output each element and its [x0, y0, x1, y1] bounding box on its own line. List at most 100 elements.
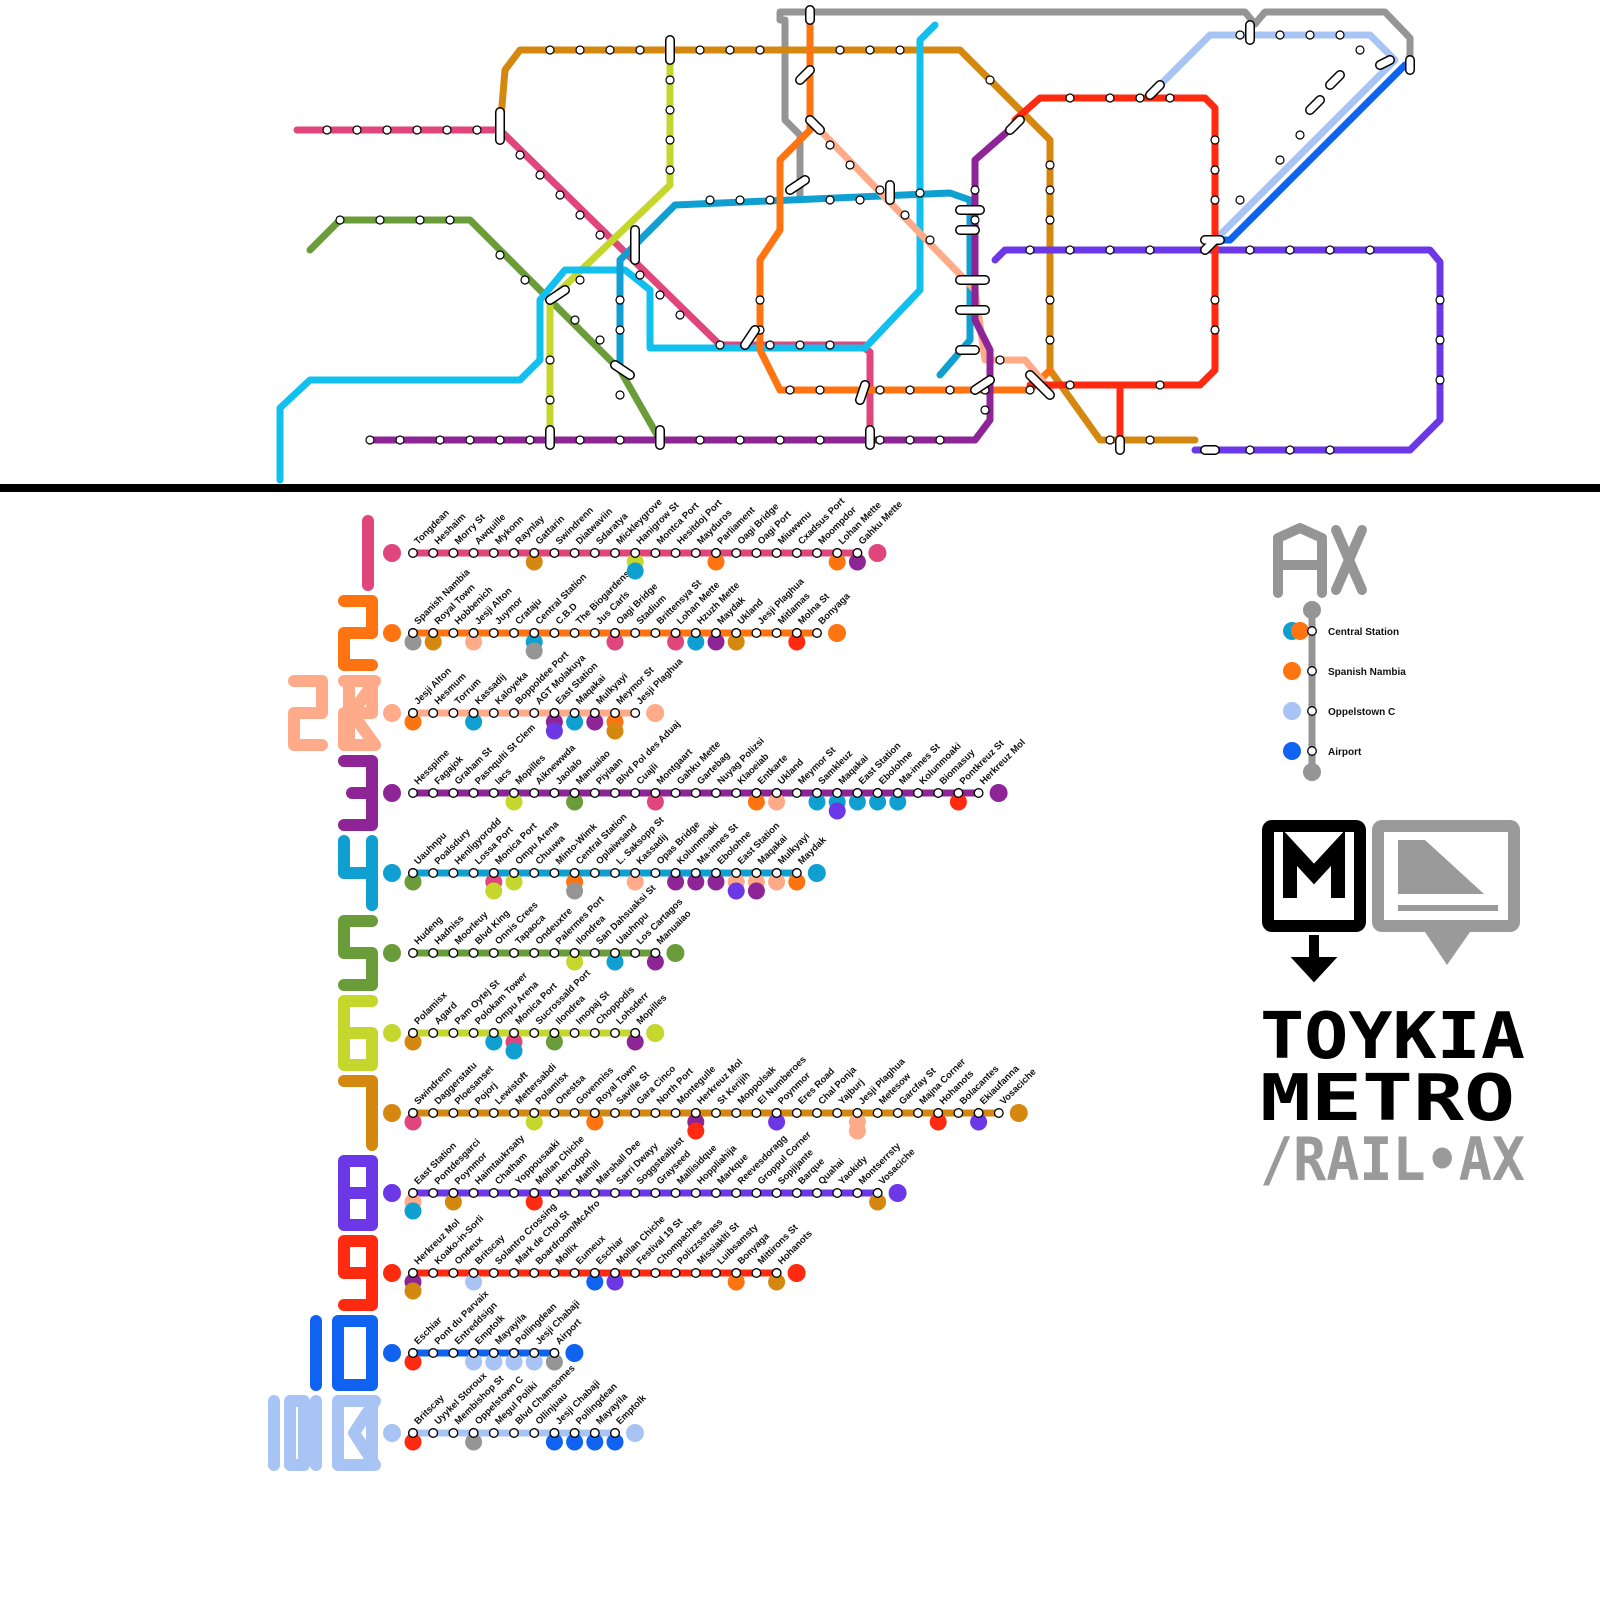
transfer-dot: [606, 633, 624, 651]
interchange-marker: [611, 361, 634, 379]
strip-station-dot: [771, 1268, 782, 1278]
line-start-bullet: [383, 1424, 401, 1442]
station-marker: [535, 170, 545, 180]
station-marker: [1065, 380, 1075, 390]
strip-station-dot: [488, 1268, 499, 1278]
station-marker: [1025, 245, 1035, 255]
station-marker: [1045, 185, 1055, 195]
strip-station-dot: [549, 1028, 560, 1038]
route-line-7: [496, 46, 1199, 444]
transfer-dot: [525, 1193, 543, 1211]
rail-car-icon: [1398, 840, 1484, 894]
line-start-bullet: [383, 1024, 401, 1042]
strip-station-dot: [711, 1268, 721, 1278]
station-marker: [1135, 93, 1145, 103]
strip-station-dot: [832, 548, 843, 558]
station-marker: [515, 150, 525, 160]
transfer-dot: [525, 642, 543, 660]
strip-station-dot: [589, 708, 600, 718]
strip-station-dot: [468, 1348, 479, 1358]
transfer-dot: [404, 713, 422, 731]
station-marker: [675, 310, 685, 320]
transfer-dot: [808, 793, 826, 811]
strip-station-dot: [448, 868, 459, 878]
transfer-dot: [586, 713, 604, 731]
station-marker: [352, 125, 362, 135]
route-line-9: [1011, 94, 1219, 389]
strip-station-dot: [448, 1028, 459, 1038]
strip-station-dot: [428, 1268, 439, 1278]
station-marker: [1325, 445, 1335, 455]
station-marker: [1325, 245, 1335, 255]
station-marker: [695, 45, 705, 55]
interchange-marker: [856, 381, 869, 404]
transfer-dot: [566, 793, 584, 811]
strip-station-dot: [872, 1108, 883, 1118]
station-marker: [755, 45, 765, 55]
strip-station-dot: [468, 708, 479, 718]
strip-station-dot: [509, 628, 519, 638]
transfer-dot: [727, 882, 745, 900]
strip-station-dot: [650, 628, 661, 638]
transfer-dot: [606, 953, 624, 971]
ax-legend-transfer-dot: [1283, 702, 1301, 720]
strip-station-dot: [751, 788, 762, 798]
station-marker: [1235, 195, 1245, 205]
strip-station-dot: [589, 1188, 600, 1198]
station-marker: [1025, 385, 1035, 395]
transfer-dot: [404, 1113, 422, 1131]
strip-station-dot: [610, 628, 620, 638]
strip-station-dot: [610, 1108, 620, 1118]
station-marker: [1275, 30, 1285, 40]
interchange-marker: [1201, 236, 1219, 254]
strip-station-dot: [448, 548, 459, 558]
station-marker: [322, 125, 332, 135]
transfer-dot: [545, 1353, 563, 1371]
transfer-dot: [465, 713, 483, 731]
transfer-dot: [404, 1202, 422, 1220]
strip-station-dot: [913, 1108, 923, 1118]
strip-station-dot: [569, 1428, 580, 1438]
strip-station-dot: [610, 1428, 620, 1438]
strip-station-dot: [650, 788, 661, 798]
station-marker: [970, 185, 980, 195]
station-marker: [695, 435, 705, 445]
transfer-dot: [949, 793, 967, 811]
brand-title-line1: TOYKIA: [1260, 1000, 1525, 1074]
strip-station-dot: [670, 548, 681, 558]
station-marker: [1210, 325, 1220, 335]
strip-station-dot: [751, 1108, 762, 1118]
transfer-dot: [667, 873, 685, 891]
strip-station-dot: [529, 1428, 540, 1438]
station-marker: [1210, 195, 1220, 205]
line-start-bullet: [383, 1104, 401, 1122]
transfer-dot: [525, 1113, 543, 1131]
line-start-bullet: [383, 944, 401, 962]
station-marker: [665, 105, 675, 115]
station-marker: [495, 435, 505, 445]
strip-station-dot: [448, 1428, 459, 1438]
strip-station-dot: [488, 788, 499, 798]
strip-station-dot: [488, 1188, 499, 1198]
strip-station-dot: [650, 948, 661, 958]
strip-station-dot: [892, 1108, 903, 1118]
station-marker: [725, 45, 735, 55]
transfer-dot: [586, 1273, 604, 1291]
route-line-2X: [806, 116, 1054, 394]
station-marker: [1105, 435, 1115, 445]
strip-station-dot: [448, 1268, 459, 1278]
station-marker: [765, 195, 775, 205]
transfer-dot: [404, 1433, 422, 1451]
station-marker: [1045, 335, 1055, 345]
strip-station-dot: [630, 1028, 641, 1038]
strip-station-dot: [468, 1268, 479, 1278]
station-marker: [795, 340, 805, 350]
station-marker: [472, 125, 482, 135]
transfer-dot: [545, 1433, 563, 1451]
strip-station-dot: [690, 548, 701, 558]
